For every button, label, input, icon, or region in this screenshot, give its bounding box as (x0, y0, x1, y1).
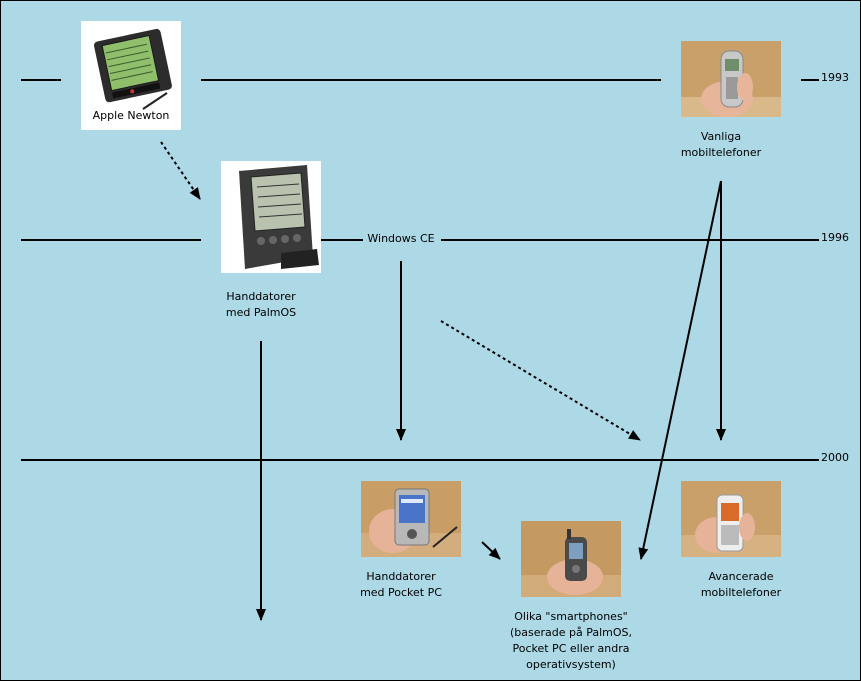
smartphones-label: Olika "smartphones" (baserade på PalmOS,… (509, 610, 633, 671)
arrow-phones-to-smartphones (638, 180, 722, 560)
arrow-newton-to-palm (160, 141, 201, 200)
year-label-1993: 1993 (821, 71, 849, 84)
year-label-1996: 1996 (821, 231, 849, 244)
arrow-wince-to-smartphones (440, 320, 641, 441)
smartphone-photo (521, 521, 621, 597)
apple-newton-photo: Apple Newton (81, 21, 181, 130)
pocket-pc-handhelds-label: Handdatorer med Pocket PC (360, 570, 442, 599)
windows-ce-label: Windows CE (367, 232, 435, 245)
sony-ericsson-phone-photo (681, 481, 781, 557)
palm-handhelds-label: Handdatorer med PalmOS (225, 290, 297, 319)
apple-newton-label: Apple Newton (92, 109, 170, 122)
advanced-phones-label: Avancerade mobiltelefoner (700, 570, 782, 599)
nokia-phone-photo (681, 41, 781, 117)
palm-pda-photo (221, 161, 321, 273)
year-label-2000: 2000 (821, 451, 849, 464)
pocket-pc-photo (361, 481, 461, 557)
arrow-pocketpc-to-smartphones (481, 541, 501, 560)
mobile-phones-label: Vanliga mobiltelefoner (680, 130, 762, 159)
